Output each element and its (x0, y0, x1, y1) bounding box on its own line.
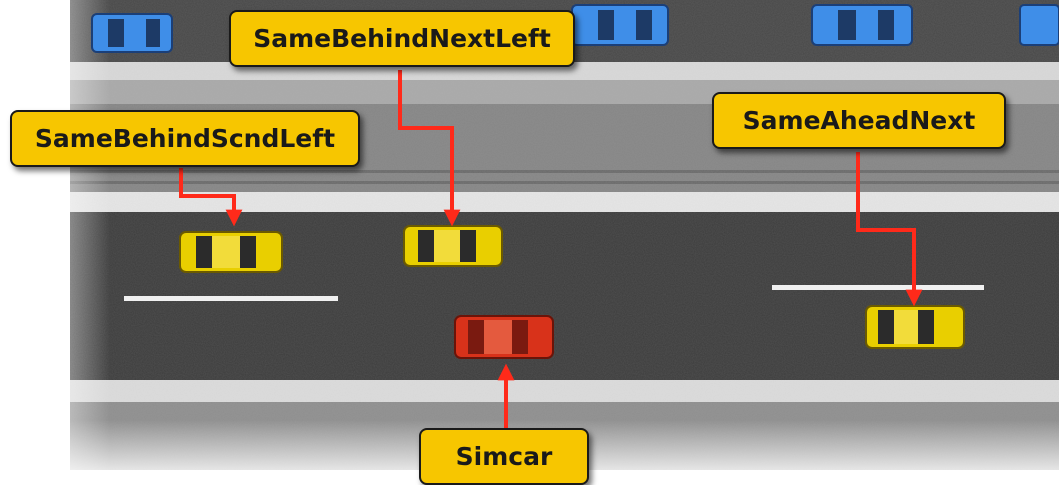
pointer-arrows (179, 70, 923, 428)
simcar-vehicle (454, 315, 554, 359)
label-same-behind-next-left: SameBehindNextLeft (229, 10, 575, 67)
lane-dash-left (124, 296, 338, 301)
parked-car-1 (91, 13, 173, 53)
car-same-behind-next-left (403, 225, 503, 267)
label-same-ahead-next: SameAheadNext (712, 92, 1006, 149)
arrow-same-behind-scnd-left (179, 168, 243, 227)
lane-dash-right (772, 285, 984, 290)
lane-markings (124, 285, 984, 301)
car-same-behind-scnd-left (179, 231, 283, 273)
parked-car-4 (1019, 4, 1059, 46)
parked-car-2 (571, 4, 669, 46)
label-same-behind-scnd-left: SameBehindScndLeft (10, 110, 360, 167)
label-simcar: Simcar (419, 428, 589, 485)
arrow-same-behind-next-left (398, 70, 461, 227)
arrow-same-ahead-next (856, 152, 923, 307)
parked-car-3 (811, 4, 913, 46)
car-same-ahead-next (865, 305, 965, 349)
